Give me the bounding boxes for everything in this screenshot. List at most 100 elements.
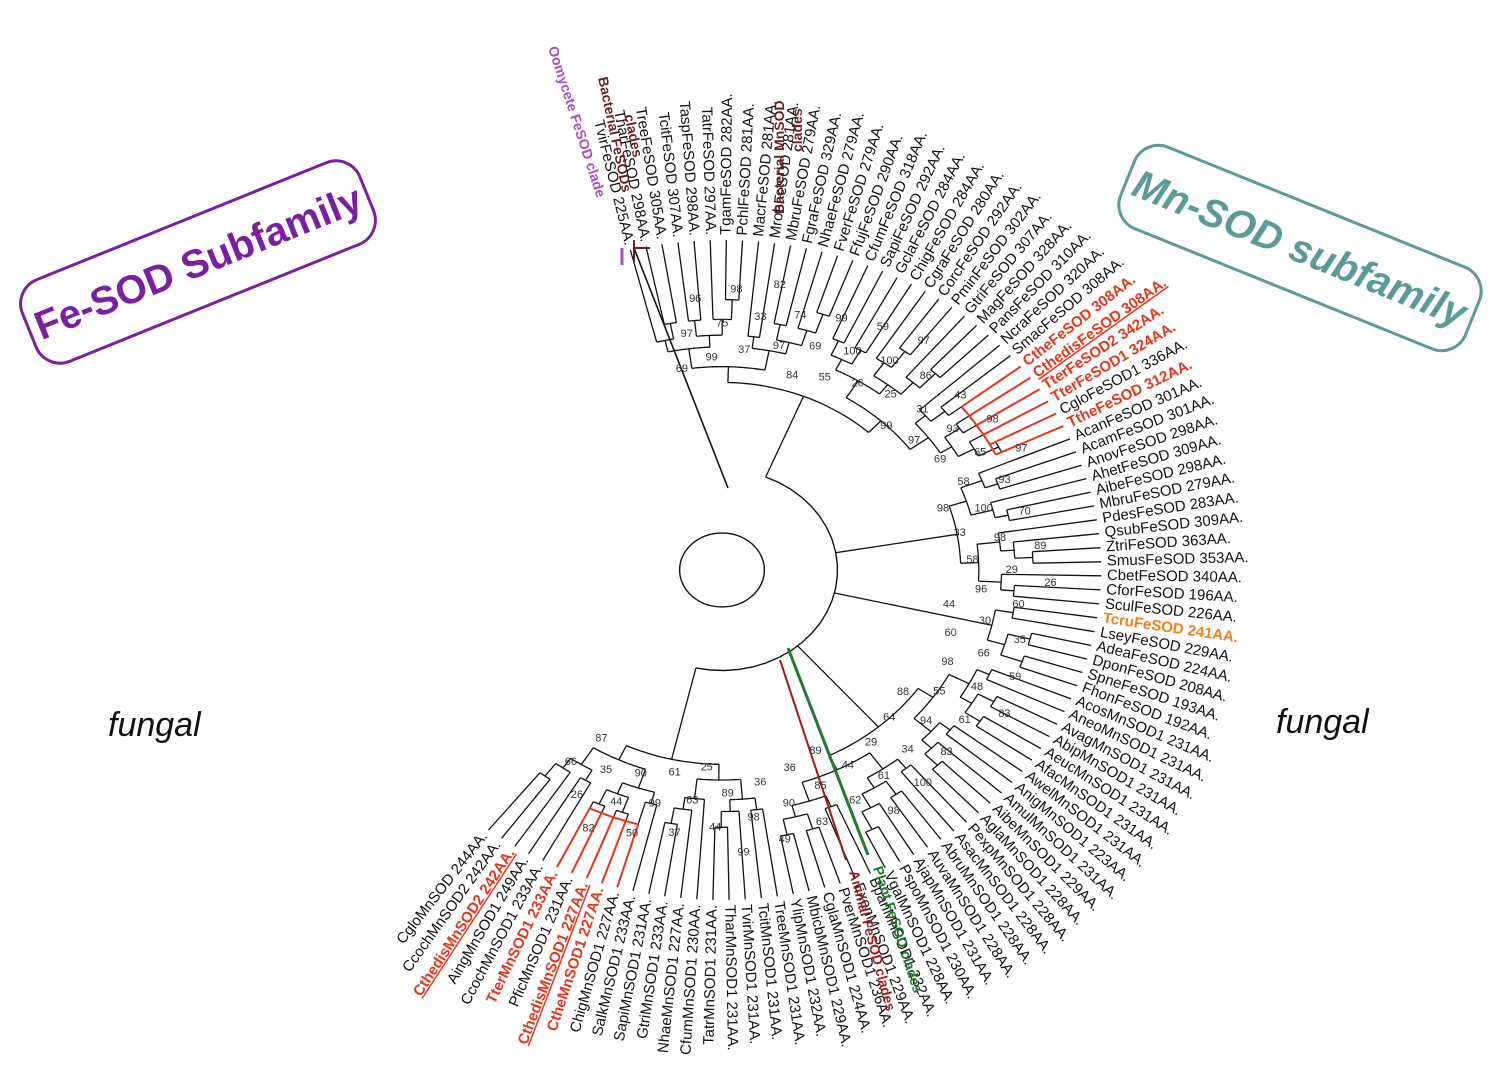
leaf-branch bbox=[803, 251, 823, 310]
internal-branch bbox=[984, 483, 998, 489]
leaf-label: TatrFeSOD 297AA. bbox=[698, 107, 719, 236]
internal-branch bbox=[959, 696, 973, 704]
internal-branch bbox=[835, 359, 843, 371]
bootstrap-value: 99 bbox=[737, 847, 749, 859]
leaf-branch bbox=[865, 283, 912, 354]
leaf-branch bbox=[887, 291, 926, 343]
bootstrap-value: 30 bbox=[979, 615, 991, 627]
bootstrap-value: 58 bbox=[966, 554, 978, 566]
internal-branch bbox=[764, 350, 770, 371]
internal-branch bbox=[939, 446, 953, 454]
leaf-branch bbox=[983, 715, 1042, 750]
leaf-branch bbox=[1014, 573, 1102, 577]
internal-branch bbox=[785, 342, 790, 355]
internal-branch bbox=[976, 669, 990, 676]
leaf-branch bbox=[680, 825, 691, 899]
internal-branch bbox=[845, 380, 859, 399]
bootstrap-value: 87 bbox=[595, 732, 607, 744]
leaf-branch bbox=[940, 355, 1011, 408]
leaf-branch bbox=[645, 246, 665, 325]
leaf-branch bbox=[832, 265, 869, 339]
internal-branch bbox=[939, 722, 951, 731]
plant-fesod-branch bbox=[786, 647, 870, 856]
bootstrap-value: 98 bbox=[994, 532, 1006, 544]
leaf-branch bbox=[991, 668, 1072, 700]
leaf-branch bbox=[693, 240, 702, 321]
leaf-branch bbox=[909, 307, 953, 356]
internal-branch bbox=[960, 561, 979, 564]
bootstrap-value: 90 bbox=[635, 767, 647, 779]
leaf-branch bbox=[629, 249, 653, 328]
leaf-branch bbox=[986, 678, 1065, 713]
highlight-arc bbox=[960, 406, 997, 456]
bootstrap-value: 69 bbox=[676, 363, 688, 375]
leaf-branch bbox=[836, 804, 872, 874]
highlight-branch bbox=[600, 820, 627, 884]
fungal-label-left: fungal bbox=[108, 706, 202, 744]
internal-branch bbox=[987, 639, 1005, 646]
internal-branch bbox=[1000, 654, 1023, 663]
leaf-branch bbox=[1013, 595, 1100, 605]
leaf-branch bbox=[920, 315, 965, 363]
internal-branch bbox=[998, 530, 1012, 534]
leaf-branch bbox=[661, 244, 678, 323]
internal-branch bbox=[964, 711, 981, 722]
bootstrap-value: 97 bbox=[1015, 442, 1027, 454]
internal-branch bbox=[909, 437, 929, 450]
leaf-labels: TvirFeSOD 225AA.TharFeSOD 298AA.TreeFeSO… bbox=[393, 93, 1249, 1055]
internal-branch bbox=[873, 362, 885, 377]
bootstrap-value: 97 bbox=[908, 435, 920, 447]
leaf-branch bbox=[785, 248, 808, 326]
leaf-branch bbox=[632, 804, 658, 891]
leaf-branch bbox=[677, 242, 690, 322]
highlight-branch bbox=[995, 425, 1064, 456]
leaf-branch bbox=[1028, 644, 1088, 660]
bootstrap-value: 44 bbox=[610, 796, 622, 808]
bootstrap-value: 100 bbox=[975, 502, 993, 514]
internal-branch bbox=[990, 498, 1004, 504]
bootstrap-value: 83 bbox=[998, 708, 1010, 720]
bootstrap-value: 61 bbox=[668, 766, 680, 778]
internal-branch bbox=[621, 797, 630, 813]
bootstrap-value: 98 bbox=[747, 812, 759, 824]
internal-branch bbox=[900, 382, 914, 395]
bootstrap-value: 35 bbox=[600, 764, 612, 776]
internal-branch bbox=[797, 309, 805, 329]
group-stem bbox=[765, 396, 805, 478]
bootstrap-value: 82 bbox=[774, 279, 786, 291]
bootstrap-value: 25 bbox=[701, 762, 713, 774]
leaf-branch bbox=[792, 833, 810, 892]
internal-branch bbox=[651, 326, 658, 343]
bootstrap-value: 94 bbox=[920, 715, 932, 727]
leaf-branch bbox=[995, 451, 1077, 480]
internal-branch bbox=[995, 609, 1014, 614]
leaf-label: TharMnSOD1 231AA. bbox=[721, 905, 741, 1051]
bootstrap-value: 70 bbox=[1019, 505, 1031, 517]
bootstrap-value: 96 bbox=[689, 293, 701, 305]
leaf-branch bbox=[696, 810, 705, 900]
bootstrap-value: 89 bbox=[721, 788, 733, 800]
leaf-branch bbox=[941, 760, 991, 804]
leaf-branch bbox=[930, 324, 978, 371]
bootstrap-value: 44 bbox=[943, 599, 955, 611]
internal-branch bbox=[689, 810, 693, 826]
highlight-branch bbox=[968, 376, 1031, 417]
leaf-branch bbox=[1031, 632, 1092, 647]
internal-branch bbox=[905, 361, 922, 378]
bootstrap-value: 93 bbox=[946, 423, 958, 435]
bootstrap-value: 64 bbox=[883, 712, 895, 724]
internal-branch bbox=[1014, 556, 1033, 559]
internal-branch bbox=[598, 789, 608, 805]
internal-branch bbox=[559, 771, 571, 786]
group-stem bbox=[835, 533, 958, 554]
leaf-branch bbox=[726, 827, 730, 900]
bootstrap-value: 66 bbox=[978, 648, 990, 660]
bootstrap-value: 83 bbox=[940, 746, 952, 758]
internal-branch bbox=[861, 793, 872, 809]
internal-branch bbox=[921, 739, 932, 749]
internal-branch bbox=[868, 420, 882, 433]
leaf-branch bbox=[1032, 561, 1102, 564]
internal-branch bbox=[669, 323, 675, 340]
bootstrap-value: 97 bbox=[681, 328, 693, 340]
leaf-branch bbox=[527, 777, 581, 855]
